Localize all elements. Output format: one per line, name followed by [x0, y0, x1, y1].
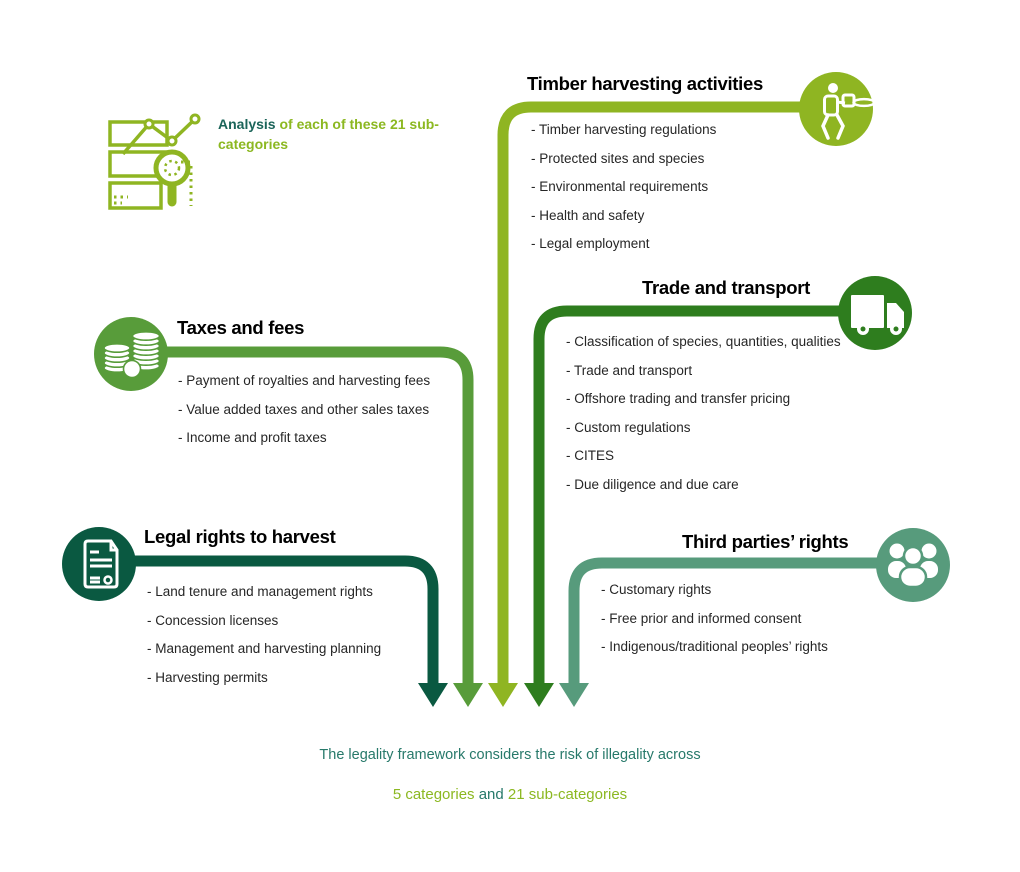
- footer-counts: 5 categories and 21 sub-categories: [0, 786, 1020, 803]
- connector-trade: [533, 305, 848, 684]
- connector-third: [568, 557, 881, 684]
- subcategory-list-legal: - Land tenure and management rights - Co…: [147, 580, 432, 694]
- list-item: - Trade and transport: [566, 362, 693, 378]
- analysis-note-rest: of each of these 21 sub-categories: [218, 116, 439, 152]
- subcategory-list-third: - Customary rights - Free prior and info…: [601, 578, 906, 664]
- list-item: - Health and safety: [531, 207, 645, 223]
- document-icon: [83, 539, 119, 589]
- list-item: - Environmental requirements: [531, 179, 709, 194]
- footer-count-and: and: [474, 786, 508, 803]
- connector-legal: [95, 555, 439, 684]
- list-item: - Management and harvesting planning: [147, 641, 382, 656]
- list-item: - Due diligence and due care: [566, 476, 739, 492]
- chainsaw-operator-icon: [821, 83, 876, 140]
- list-item: - Classification of species, quantities,…: [566, 334, 841, 349]
- connector-timber: [497, 101, 805, 684]
- subcategory-list-taxes: - Payment of royalties and harvesting fe…: [178, 369, 433, 455]
- people-group-icon: [888, 543, 938, 589]
- analysis-note-highlight: Analysis: [218, 116, 276, 132]
- coins-icon: [103, 330, 161, 379]
- category-title-timber: Timber harvesting activities: [527, 73, 763, 94]
- subcategory-list-trade: - Classification of species, quantities,…: [566, 330, 861, 501]
- list-item: - Offshore trading and transfer pricing: [566, 391, 791, 406]
- list-item: - Timber harvesting regulations: [531, 122, 717, 137]
- list-item: - Free prior and informed consent: [601, 610, 802, 626]
- arrowhead-taxes: [453, 683, 483, 707]
- list-item: - Payment of royalties and harvesting fe…: [178, 373, 431, 388]
- list-item: - Custom regulations: [566, 419, 691, 435]
- chart-magnifier-icon: [108, 113, 201, 210]
- category-title-legal: Legal rights to harvest: [144, 526, 336, 547]
- arrowhead-legal: [418, 683, 448, 707]
- list-item: - Concession licenses: [147, 612, 279, 628]
- arrowhead-trade: [524, 683, 554, 707]
- list-item: - Legal employment: [531, 236, 650, 251]
- category-title-trade: Trade and transport: [642, 277, 811, 298]
- footer-count-categories: 5 categories: [392, 786, 475, 803]
- arrowhead-timber: [488, 683, 518, 707]
- category-title-taxes: Taxes and fees: [177, 317, 305, 338]
- list-item: - Harvesting permits: [147, 669, 268, 685]
- subcategory-list-timber: - Timber harvesting regulations - Protec…: [531, 118, 806, 261]
- arrowhead-third: [559, 683, 589, 707]
- truck-icon: [851, 295, 904, 335]
- footer-statement: The legality framework considers the ris…: [319, 747, 701, 763]
- connector-taxes: [127, 346, 474, 684]
- list-item: - Income and profit taxes: [178, 430, 327, 445]
- list-item: - Customary rights: [601, 582, 712, 597]
- analysis-note: Analysis of each of these 21 sub-categor…: [218, 114, 450, 154]
- footer-count-subcategories: 21 sub-categories: [507, 786, 628, 803]
- list-item: - Protected sites and species: [531, 150, 705, 166]
- category-title-third: Third parties’ rights: [682, 531, 849, 552]
- list-item: - Land tenure and management rights: [147, 584, 373, 599]
- legal-icon-circle: [62, 527, 136, 601]
- list-item: - Indigenous/traditional peoples’ rights: [601, 639, 828, 654]
- list-item: - Value added taxes and other sales taxe…: [178, 401, 430, 417]
- list-item: - CITES: [566, 448, 615, 463]
